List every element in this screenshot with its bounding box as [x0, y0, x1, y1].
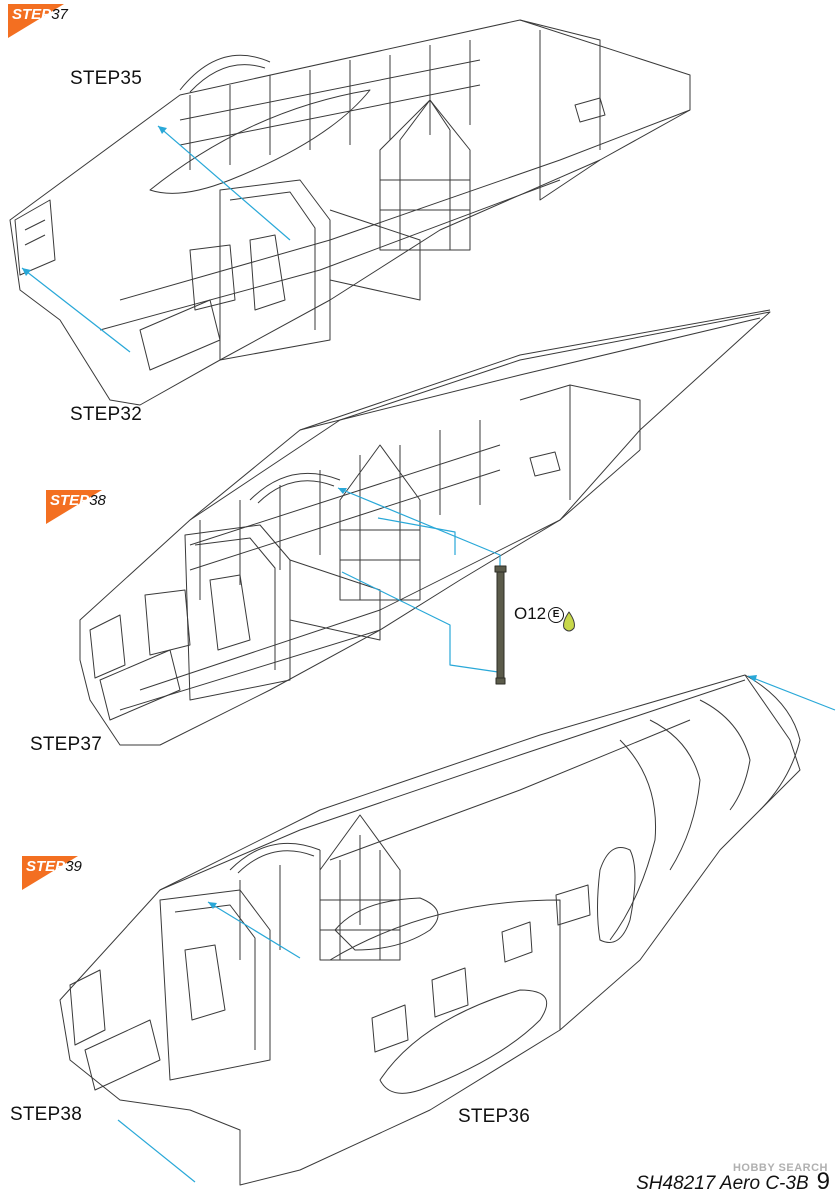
fuselage-half-step37 — [9, 19, 691, 406]
kit-title: SH48217 Aero C-3B — [636, 1173, 809, 1194]
fuselage-assembly-step38 — [79, 309, 771, 746]
ref-label-step35: STEP35 — [70, 68, 142, 89]
ref-label-step37: STEP37 — [30, 734, 102, 755]
fuselage-closed-step39 — [59, 674, 801, 1186]
guide-arrowheads — [22, 126, 757, 909]
step-badge-38: STEP38 — [46, 490, 126, 524]
badge-number: 38 — [89, 492, 106, 509]
ref-label-step32: STEP32 — [70, 404, 142, 425]
glue-marker-icon — [563, 611, 575, 632]
ref-label-step38: STEP38 — [10, 1104, 82, 1125]
page-number: 9 — [816, 1168, 830, 1195]
watermark: HOBBY SEARCH — [732, 1162, 828, 1174]
guide-lines — [21, 125, 836, 1183]
part-o12-rod — [494, 565, 507, 685]
page-footer: SH48217 Aero C-3B 9 — [636, 1168, 830, 1196]
badge-number: 39 — [65, 858, 82, 875]
badge-shape-icon — [46, 490, 102, 524]
sprue-marker-icon: E — [548, 606, 565, 623]
badge-prefix: STEP — [50, 492, 90, 509]
ref-label-step36: STEP36 — [458, 1106, 530, 1127]
badge-number: 37 — [51, 6, 68, 23]
badge-shape-icon — [22, 856, 78, 890]
badge-prefix: STEP — [26, 858, 66, 875]
step-badge-39: STEP39 — [22, 856, 102, 890]
part-number: O12 — [514, 604, 547, 623]
step-badge-37: STEP37 — [8, 4, 78, 38]
badge-shape-icon — [8, 4, 64, 38]
badge-prefix: STEP — [12, 6, 52, 23]
